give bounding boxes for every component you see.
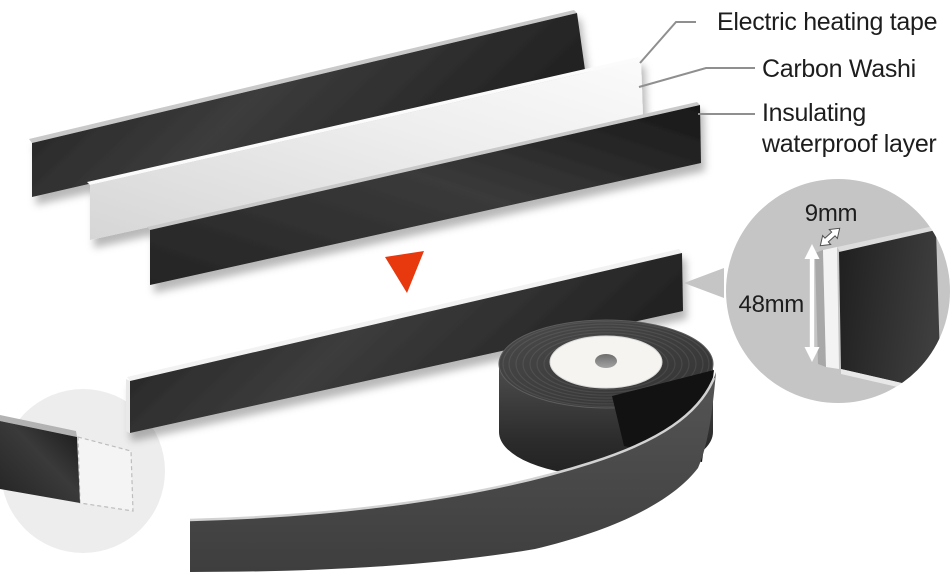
combined-tape-strip (126, 249, 683, 433)
inset-washi-core (77, 436, 134, 512)
callout-tail (684, 268, 724, 298)
strip2-face (90, 60, 643, 240)
strip-heating-outer (29, 10, 585, 197)
inset-tape-outer-layer (0, 421, 80, 503)
leader-lines (638, 21, 755, 115)
dimension-label-width: 48mm (739, 291, 804, 318)
width-arrow-icon (804, 244, 820, 362)
strip-insulating (147, 102, 701, 285)
slab-top-face (837, 226, 938, 253)
label-electric-heating-tape: Electric heating tape (717, 8, 937, 36)
strip3-face (150, 105, 701, 285)
label-insulating-line1: Insulating (762, 99, 866, 127)
label-insulating-line2: waterproof layer (761, 130, 936, 158)
unwound-tape-face (190, 372, 716, 572)
leader-line-carbon-washi (638, 67, 755, 88)
detail-callout: 9mm 48mm (684, 179, 950, 403)
strip2-top-edge (87, 57, 641, 185)
slab-washi-edge (823, 247, 839, 369)
label-carbon-washi: Carbon Washi (762, 55, 916, 83)
combined-strip-end-face (126, 379, 130, 433)
strip3-top-edge (147, 102, 700, 230)
width-arrow-head-bottom (804, 347, 820, 362)
roll-core-hole (595, 354, 617, 368)
dimension-label-thickness: 9mm (805, 200, 857, 227)
width-arrow-head-top (804, 244, 820, 259)
merge-down-triangle-icon (385, 251, 424, 293)
unwound-tape-top-edge (189, 377, 716, 522)
slab-back-layer-edge (815, 250, 826, 367)
combined-strip-face (130, 253, 683, 433)
unwound-tape (189, 372, 716, 572)
inset-tape-top-edge (0, 415, 77, 437)
slab-front-face (839, 230, 941, 392)
cross-section-inset (0, 389, 165, 553)
strip1-face (32, 13, 585, 197)
combined-strip-top-edge (127, 249, 682, 381)
width-arrow-shaft (809, 256, 815, 350)
strip1-top-edge (29, 10, 577, 143)
thickness-arrow-icon (819, 227, 841, 247)
leader-line-heating-tape (639, 21, 696, 64)
strip-carbon-washi (87, 57, 643, 240)
